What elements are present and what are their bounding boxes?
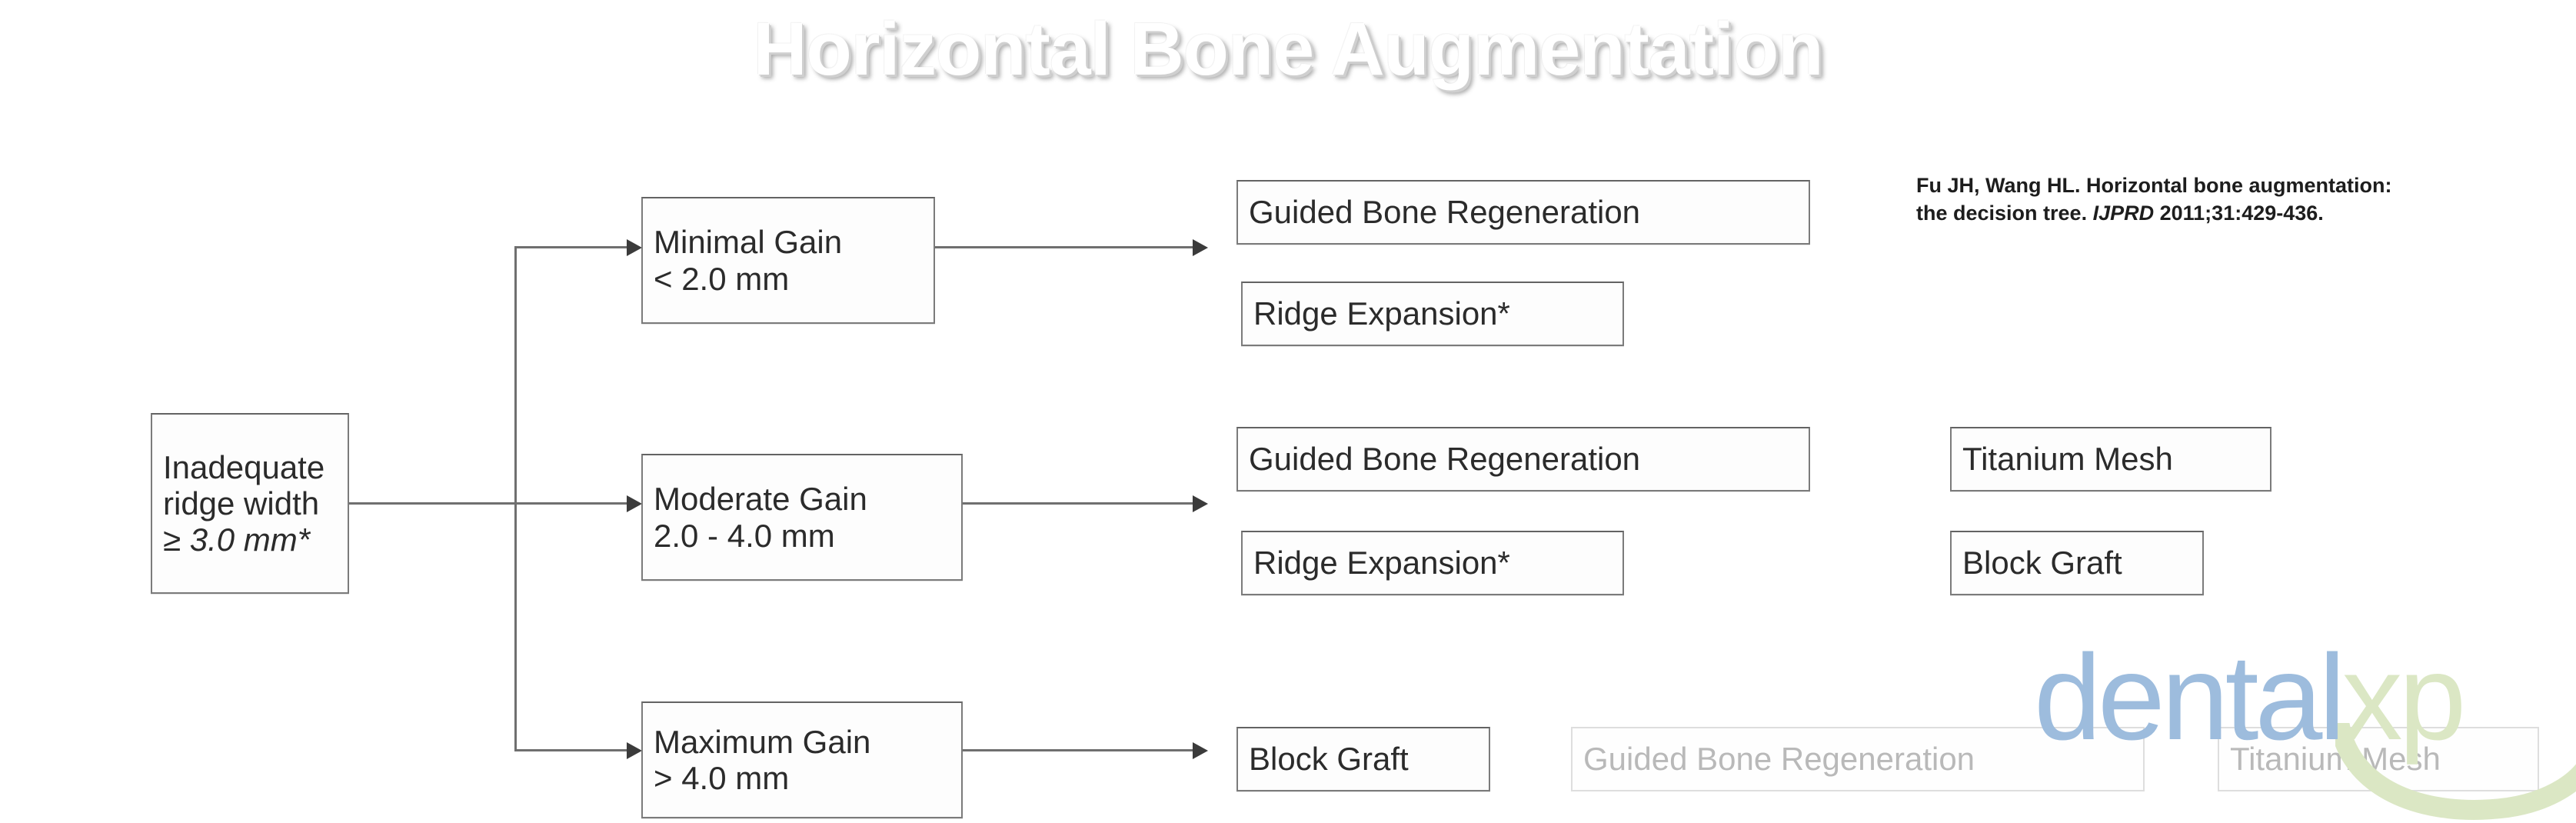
treatment-minimal-gbr[interactable]: Guided Bone Regeneration: [1236, 180, 1810, 245]
treatment-label: Ridge Expansion*: [1253, 295, 1510, 332]
treatment-label: Ridge Expansion*: [1253, 545, 1510, 581]
treatment-label: Block Graft: [1249, 741, 1409, 778]
treatment-moderate-titanium-mesh[interactable]: Titanium Mesh: [1950, 427, 2271, 491]
treatment-minimal-ridge-expansion[interactable]: Ridge Expansion*: [1241, 282, 1624, 346]
minimal-gain-line-2: < 2.0 mm: [654, 260, 790, 297]
treatment-maximum-block-graft[interactable]: Block Graft: [1236, 727, 1490, 791]
citation: Fu JH, Wang HL. Horizontal bone augmenta…: [1916, 172, 2562, 227]
citation-line2-lead: the decision tree.: [1916, 201, 2093, 225]
treatment-maximum-gbr[interactable]: Guided Bone Regeneration: [1571, 727, 2145, 791]
node-root[interactable]: Inadequate ridge width ≥ 3.0 mm*: [151, 413, 349, 594]
connector-minimal-to-treatments: [935, 246, 1194, 248]
minimal-gain-line-1: Minimal Gain: [654, 224, 843, 261]
root-line-1: Inadequate: [163, 448, 325, 485]
maximum-gain-line-1: Maximum Gain: [654, 723, 871, 760]
treatment-label: Guided Bone Regeneration: [1249, 441, 1641, 478]
page-title: Horizontal Bone Augmentation: [753, 7, 1823, 91]
treatment-label: Titanium Mesh: [2230, 741, 2441, 778]
root-line-2: ridge width: [163, 485, 320, 521]
connector-root-horizontal: [349, 502, 517, 505]
connector-moderate-to-treatments: [963, 502, 1194, 505]
arrowhead-to-minimal: [627, 239, 642, 256]
arrowhead-to-moderate: [627, 495, 642, 512]
root-line-3: ≥ 3.0 mm*: [163, 521, 311, 558]
node-moderate-gain[interactable]: Moderate Gain 2.0 - 4.0 mm: [641, 454, 963, 581]
moderate-gain-line-1: Moderate Gain: [654, 481, 867, 518]
moderate-gain-line-2: 2.0 - 4.0 mm: [654, 517, 835, 554]
treatment-label: Guided Bone Regeneration: [1583, 741, 1975, 778]
connector-maximum-to-treatments: [963, 749, 1194, 751]
arrowhead-to-maximum: [627, 742, 642, 759]
treatment-label: Titanium Mesh: [1962, 441, 2173, 478]
treatment-moderate-ridge-expansion[interactable]: Ridge Expansion*: [1241, 531, 1624, 595]
connector-spine-vertical: [514, 246, 517, 751]
treatment-moderate-gbr[interactable]: Guided Bone Regeneration: [1236, 427, 1810, 491]
citation-journal: IJPRD: [2092, 201, 2155, 225]
connector-to-maximum: [514, 749, 628, 751]
node-maximum-gain[interactable]: Maximum Gain > 4.0 mm: [641, 701, 963, 818]
treatment-maximum-titanium-mesh[interactable]: Titanium Mesh: [2218, 727, 2539, 791]
treatment-label: Guided Bone Regeneration: [1249, 194, 1641, 231]
arrowhead-maximum-treatments: [1193, 742, 1208, 759]
node-minimal-gain[interactable]: Minimal Gain < 2.0 mm: [641, 197, 935, 324]
arrowhead-minimal-treatments: [1193, 239, 1208, 256]
citation-line1: Fu JH, Wang HL. Horizontal bone augmenta…: [1916, 174, 2392, 197]
treatment-label: Block Graft: [1962, 545, 2122, 581]
citation-line2-tail: 2011;31:429-436.: [2154, 201, 2324, 225]
connector-to-moderate: [514, 502, 628, 505]
treatment-moderate-block-graft[interactable]: Block Graft: [1950, 531, 2204, 595]
maximum-gain-line-2: > 4.0 mm: [654, 760, 790, 796]
connector-to-minimal: [514, 246, 628, 248]
arrowhead-moderate-treatments: [1193, 495, 1208, 512]
